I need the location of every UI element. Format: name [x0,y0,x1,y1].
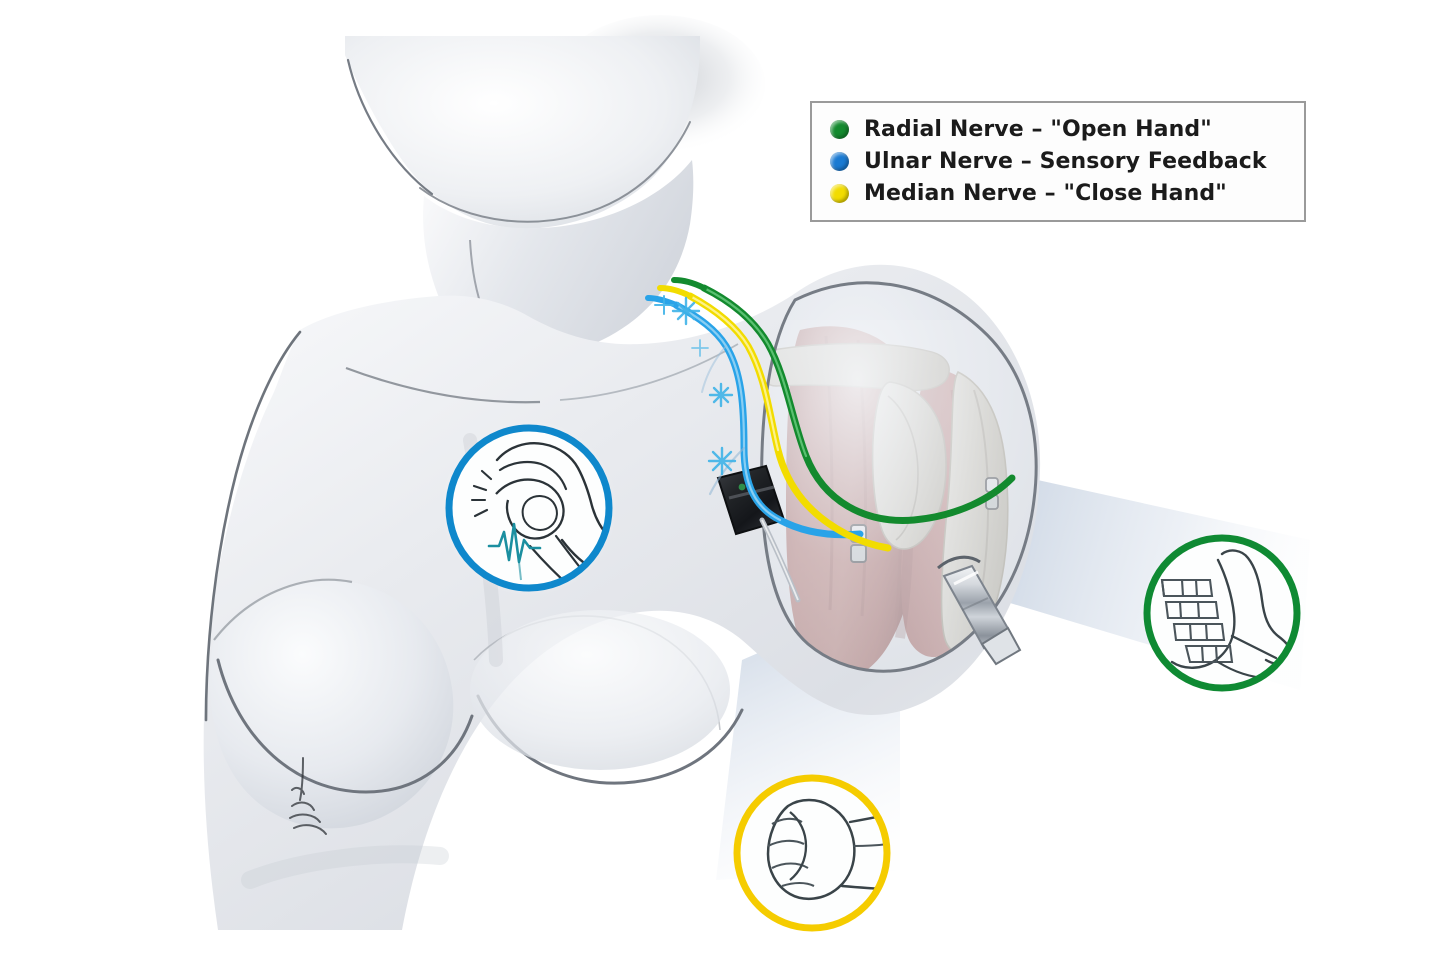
signature-strokes [289,757,327,835]
callout-sensory-ring [445,424,613,592]
thumb-fold [789,811,808,881]
fist-outline [766,798,856,901]
nerve-wire-median-tip [657,285,693,299]
nerve-legend: Radial Nerve – "Open Hand" Ulnar Nerve –… [810,101,1306,222]
post-attachment-edge [937,555,981,570]
chin-and-jaw [345,36,700,229]
legend-item-ulnar: Ulnar Nerve – Sensory Feedback [830,145,1288,177]
knuckle-3 [771,862,809,869]
nerve-branch-1 [708,446,746,496]
torso-figure [203,15,1041,930]
nerve-wire-radial-highlight [702,286,808,458]
signal-sparkle-group [654,295,737,476]
contact-rays [470,469,493,518]
breast-left [209,579,454,829]
breast-right [470,610,730,770]
nerve-wire-radial-tip [671,277,707,291]
sensory-waveform [487,522,542,564]
shoulder-outline-left [204,330,302,722]
implant-indicator-led [738,483,746,491]
sparkle-icon-3 [707,446,737,476]
abdomen-shade [241,845,449,889]
sparkle-icon-4 [654,295,674,315]
osseointegrated-prosthetic-post [937,555,1022,666]
legend-dot-ulnar-icon [830,151,849,171]
legend-dot-median-icon [830,183,849,203]
legend-label-median: Median Nerve – "Close Hand" [864,180,1227,206]
post-highlight [953,570,979,586]
breast-left-top [213,578,353,641]
implanted-myoelectric-sensor [716,464,801,603]
callout-sensory-feedback [441,420,617,596]
callout-open-ring [1143,534,1301,692]
post-shadow-line [961,597,989,611]
palm-outline [1170,558,1236,669]
legend-dot-radial-icon [830,119,849,139]
callout-open-art [1160,549,1292,680]
nerve-wire-median-highlight [688,294,780,452]
sparkle-icon-5 [691,339,709,357]
sparkle-icon-1 [671,296,701,326]
implant-lead-highlight [761,519,799,601]
sparkle-icon-2 [708,382,734,408]
legend-item-median: Median Nerve – "Close Hand" [830,177,1288,209]
knuckle-4 [781,881,815,887]
nerve-branch-2 [701,345,727,393]
legend-label-radial: Radial Nerve – "Open Hand" [864,116,1212,142]
callout-close-hand [730,771,894,935]
nerve-wire-ulnar-highlight [674,303,782,522]
callout-open-hand [1140,531,1304,695]
legend-item-radial: Radial Nerve – "Open Hand" [830,113,1288,145]
callout-close-ring [733,774,891,932]
post-collar [980,626,1022,666]
jawline-left [346,58,434,196]
legend-label-ulnar: Ulnar Nerve – Sensory Feedback [864,148,1267,174]
finger-segments [1160,578,1234,664]
wrist-edge [1230,634,1278,660]
knuckle-2 [767,839,805,847]
thumb-line [498,460,568,491]
artist-signature [289,757,327,835]
waveform-tail [518,561,522,581]
nerve-wire-ulnar-tip [645,295,679,308]
nerve-wire-bundle [645,277,1016,552]
forearm-mid [853,841,887,847]
jawline-lower [419,121,691,223]
inframammary-fold-left [216,658,474,794]
clavicle-left-line [345,366,541,404]
grasped-object [521,495,558,531]
callout-close-disc [737,778,887,928]
